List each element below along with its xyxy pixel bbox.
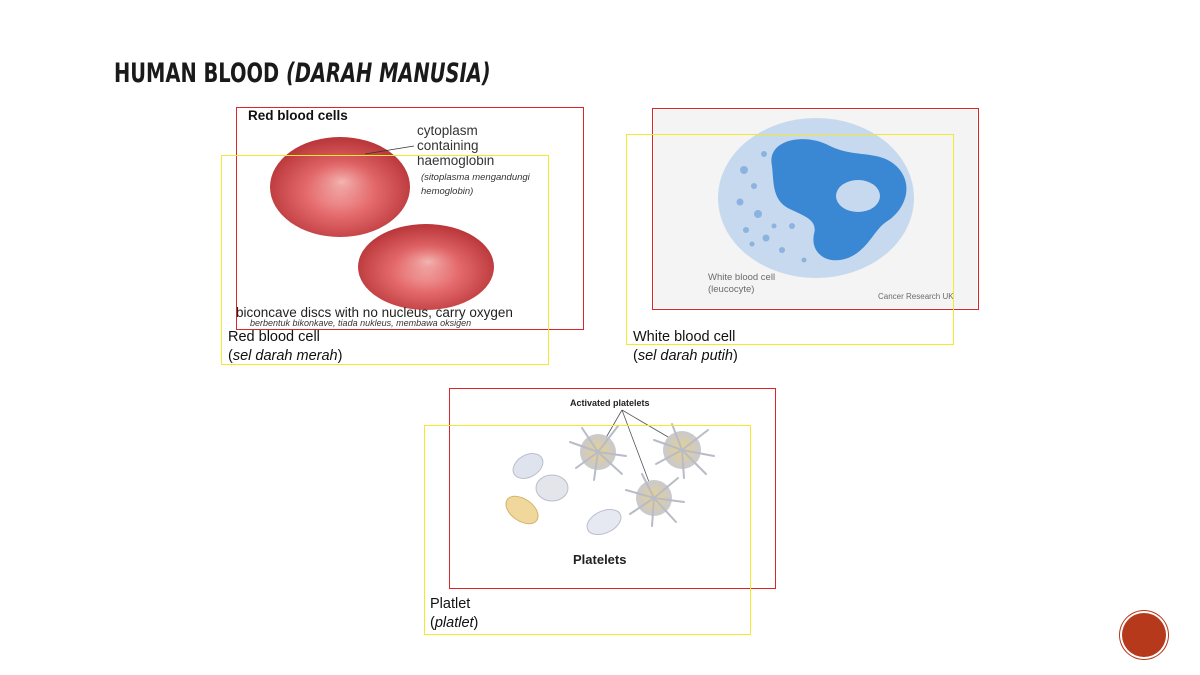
platelet-red-frame xyxy=(449,388,776,589)
platelet-caption-italic: platlet xyxy=(434,615,474,631)
white-blood-cell-illustration xyxy=(654,110,977,308)
wbc-caption-line2: (sel darah putih) xyxy=(633,348,738,364)
activated-platelet-1 xyxy=(569,425,627,481)
wbc-caption-italic: sel darah putih xyxy=(637,348,733,364)
wbc-credit: Cancer Research UK xyxy=(878,292,954,301)
rbc-annotation-malay: (sitoplasma mengandungi hemoglobin) xyxy=(421,171,530,199)
rbc-caption-line2: (sel darah merah) xyxy=(228,348,343,364)
platelet-caption: Platlet (platlet) xyxy=(430,595,478,633)
platelet-yellow-frame xyxy=(424,425,751,635)
wbc-caption-line1: White blood cell xyxy=(633,329,736,345)
rbc-caption: Red blood cell (sel darah merah) xyxy=(228,328,342,366)
wbc-label: White blood cell (leucocyte) xyxy=(708,272,775,296)
activated-platelet-3 xyxy=(625,473,685,527)
red-blood-cell-illustration xyxy=(270,137,494,310)
wbc-label-line1: White blood cell xyxy=(708,272,776,283)
rbc-annotation-line1: cytoplasm xyxy=(417,123,478,138)
page-title: HUMAN BLOOD (DARAH MANUSIA) xyxy=(114,58,491,89)
rbc-description-malay: berbentuk bikonkave, tiada nukleus, memb… xyxy=(250,318,472,328)
rbc-annotation-line3: haemoglobin xyxy=(417,153,495,168)
wbc-label-line2: (leucocyte) xyxy=(708,284,755,295)
title-italic: (DARAH MANUSIA) xyxy=(285,58,491,89)
rbc-annotation-malay-line1: (sitoplasma mengandungi xyxy=(421,172,530,183)
rbc-red-frame xyxy=(236,107,584,330)
rbc-caption-italic: sel darah merah xyxy=(232,348,338,364)
platelet-caption-line2: (platlet) xyxy=(430,615,479,631)
platelet-figure-title: Platelets xyxy=(573,552,627,567)
rbc-annotation: cytoplasm containing haemoglobin xyxy=(417,123,494,168)
activated-platelet-2 xyxy=(653,423,715,479)
rbc-description: biconcave discs with no nucleus, carry o… xyxy=(236,305,513,320)
platelet-top-label: Activated platelets xyxy=(570,398,650,408)
rbc-yellow-frame xyxy=(221,155,549,365)
slide-nav-button[interactable] xyxy=(1122,613,1166,657)
wbc-red-frame xyxy=(652,108,979,310)
rbc-caption-line1: Red blood cell xyxy=(228,329,320,345)
wbc-caption: White blood cell (sel darah putih) xyxy=(633,328,738,366)
rbc-heading: Red blood cells xyxy=(248,108,348,123)
rbc-annotation-line2: containing xyxy=(417,138,479,153)
platelet-illustration xyxy=(505,409,715,536)
wbc-yellow-frame xyxy=(626,134,954,345)
rbc-annotation-malay-line2: hemoglobin) xyxy=(421,186,474,197)
title-main: HUMAN BLOOD xyxy=(114,58,286,89)
platelet-caption-line1: Platlet xyxy=(430,596,471,612)
